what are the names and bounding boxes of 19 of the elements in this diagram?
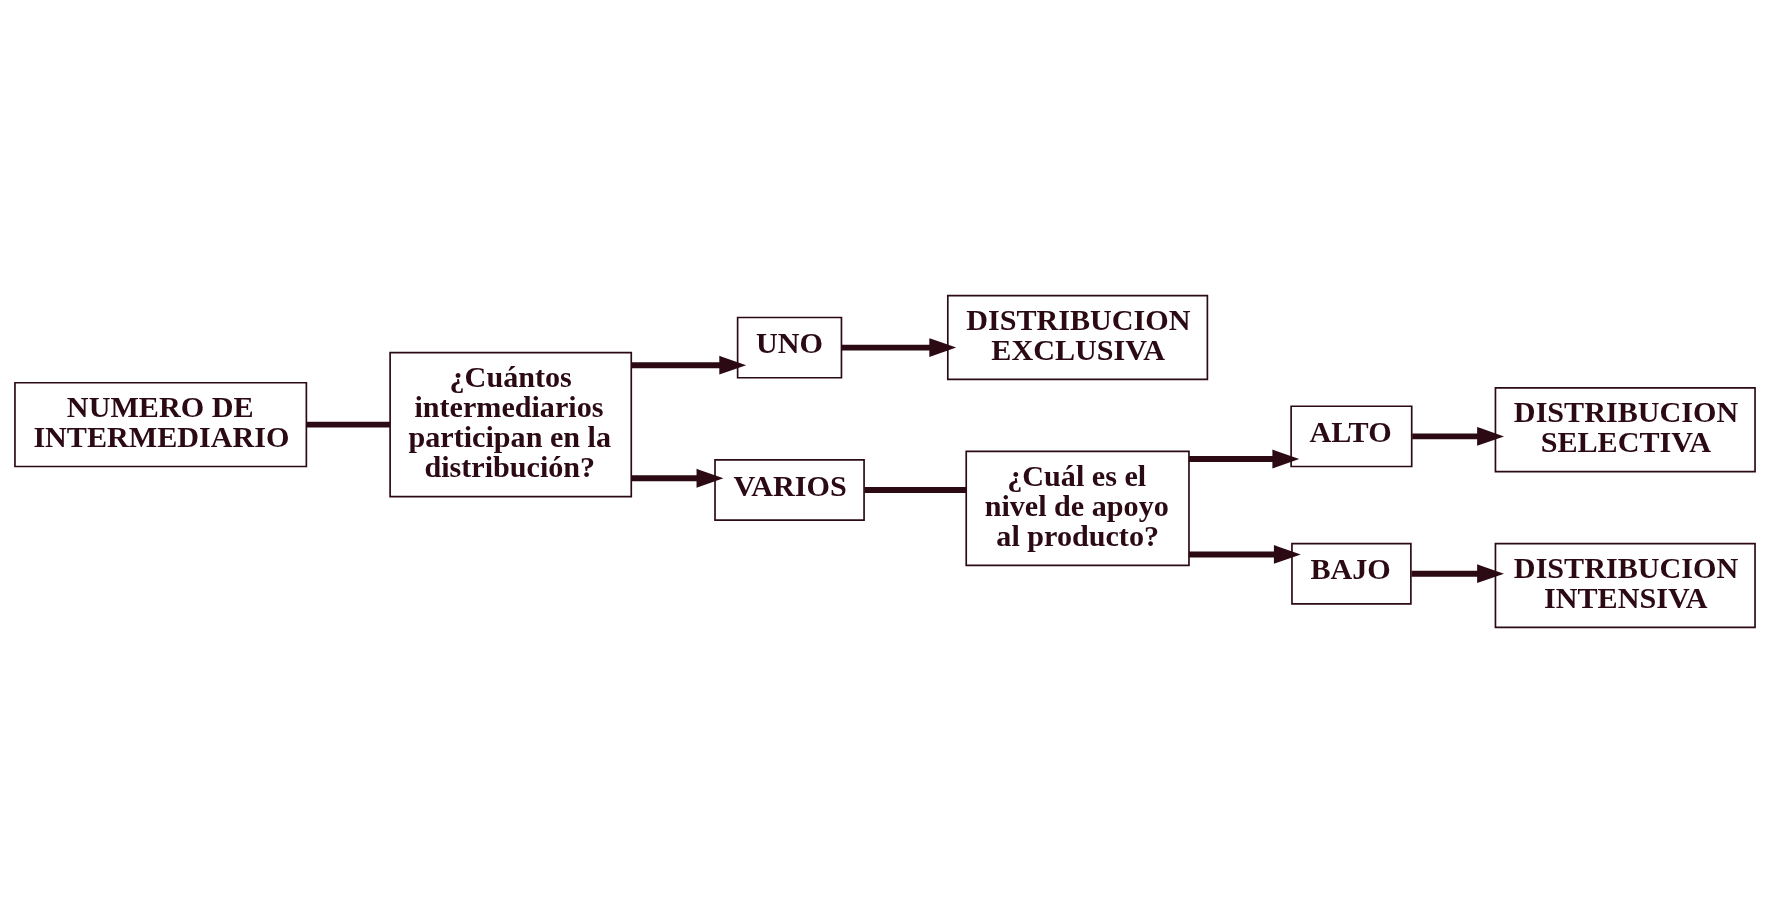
arrow	[1412, 426, 1504, 446]
arrow	[1188, 449, 1300, 468]
node-box: ALTO	[1290, 404, 1413, 467]
node-box: VARIOS	[714, 458, 865, 521]
arrow	[841, 337, 957, 357]
arrow	[631, 468, 724, 488]
node-box: NUMERO DE INTERMEDIARIO	[14, 381, 308, 467]
connector	[864, 486, 967, 493]
node-box: UNO	[736, 316, 843, 379]
arrow	[1411, 563, 1504, 583]
arrow	[1188, 544, 1301, 564]
node-box: DISTRIBUCION SELECTIVA	[1494, 386, 1756, 472]
connector	[306, 421, 390, 428]
arrow	[631, 355, 747, 375]
node-box: DISTRIBUCION EXCLUSIVA	[946, 294, 1209, 380]
node-box: BAJO	[1291, 542, 1412, 605]
node-box: ¿Cuántos intermediarios participan en la distribución?	[389, 351, 633, 497]
node-box: ¿Cuál es el nivel de apoyo al producto?	[965, 450, 1190, 566]
node-box: DISTRIBUCION INTENSIVA	[1494, 542, 1756, 628]
